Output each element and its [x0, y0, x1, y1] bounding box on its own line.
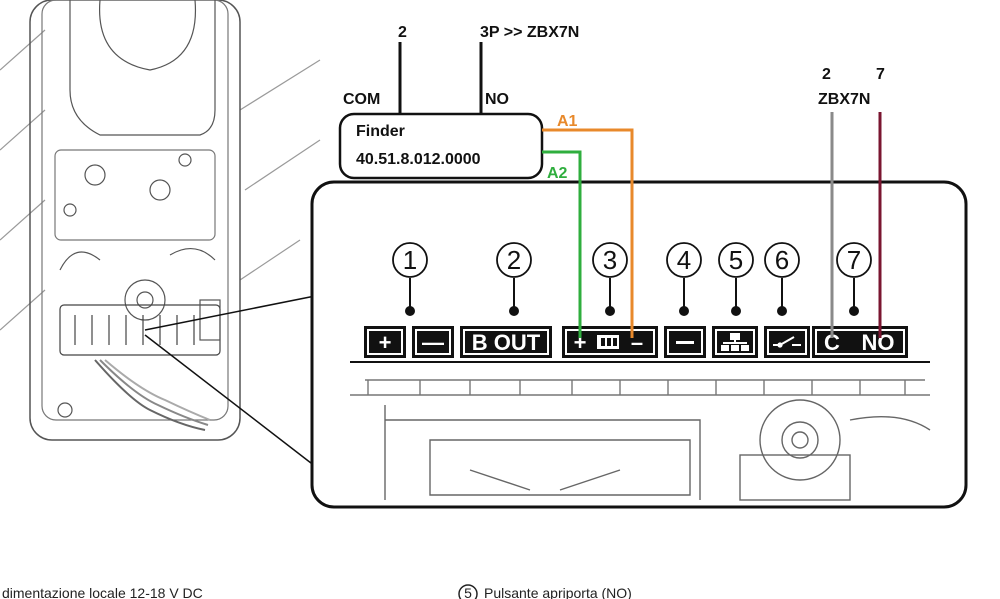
a1-label: A1	[557, 113, 578, 130]
intercom-device-sketch	[0, 0, 321, 471]
terminal-b-out: B OUT	[460, 326, 552, 358]
terminal-number-2: 2	[496, 242, 532, 316]
terminal-lock-plus-label: +	[574, 330, 587, 355]
right-device-label: ZBX7N	[818, 91, 870, 108]
terminal-number-3: 3	[592, 242, 628, 316]
terminal-plus-label: +	[379, 330, 392, 355]
terminal-number-7: 7	[836, 242, 872, 316]
terminal-relay-contact: C NO	[812, 326, 908, 358]
terminal-number-5: 5	[718, 242, 754, 316]
terminal-number-label: 2	[507, 245, 521, 275]
terminal-number-label: 4	[677, 245, 691, 275]
no-label: NO	[485, 91, 509, 108]
terminal-block: + — B OUT + –	[350, 326, 930, 363]
footer-right-number: 5	[464, 585, 472, 599]
c-terminal-number: 2	[822, 66, 831, 83]
footer-left-text: dimentazione locale 12-18 V DC	[2, 585, 203, 599]
finder-relay: Finder 40.51.8.012.0000	[338, 112, 544, 180]
switch-icon	[773, 336, 801, 348]
footer-right-text: Pulsante apriporta (NO)	[484, 585, 632, 599]
terminal-number-label: 3	[603, 245, 617, 275]
no-terminal-target: 3P >> ZBX7N	[480, 24, 579, 41]
no-terminal-number: 7	[876, 66, 885, 83]
terminal-numbers: 1 2 3 4 5 6 7	[392, 242, 872, 316]
terminal-no-label: NO	[862, 330, 895, 355]
terminal-number-6: 6	[764, 242, 800, 316]
terminal-lock-minus-label: –	[631, 330, 643, 355]
terminal-b-out-label: B OUT	[472, 330, 541, 355]
terminal-c-label: C	[824, 330, 840, 355]
a2-label: A2	[547, 165, 568, 182]
terminal-number-label: 7	[847, 245, 861, 275]
terminal-network	[712, 326, 758, 358]
network-icon	[721, 333, 749, 351]
terminal-lock: + –	[562, 326, 658, 358]
com-terminal-number: 2	[398, 24, 407, 41]
terminal-number-label: 5	[729, 245, 743, 275]
relay-model: 40.51.8.012.0000	[356, 151, 481, 168]
terminal-number-label: 1	[403, 245, 417, 275]
terminal-minus: —	[412, 326, 454, 358]
a1-wire	[542, 128, 634, 338]
footer-right: 5 Pulsante apriporta (NO)	[458, 584, 632, 599]
a2-wire	[542, 150, 582, 338]
terminal-button	[764, 326, 810, 358]
terminal-number-1: 1	[392, 242, 428, 316]
com-label: COM	[343, 91, 380, 108]
terminal-number-label: 6	[775, 245, 789, 275]
relay-brand: Finder	[356, 123, 405, 140]
terminal-plus: +	[364, 326, 406, 358]
terminal-gnd	[664, 326, 706, 358]
door-lock-icon	[597, 335, 619, 349]
terminal-number-4: 4	[666, 242, 702, 316]
terminal-minus-label: —	[422, 330, 444, 355]
